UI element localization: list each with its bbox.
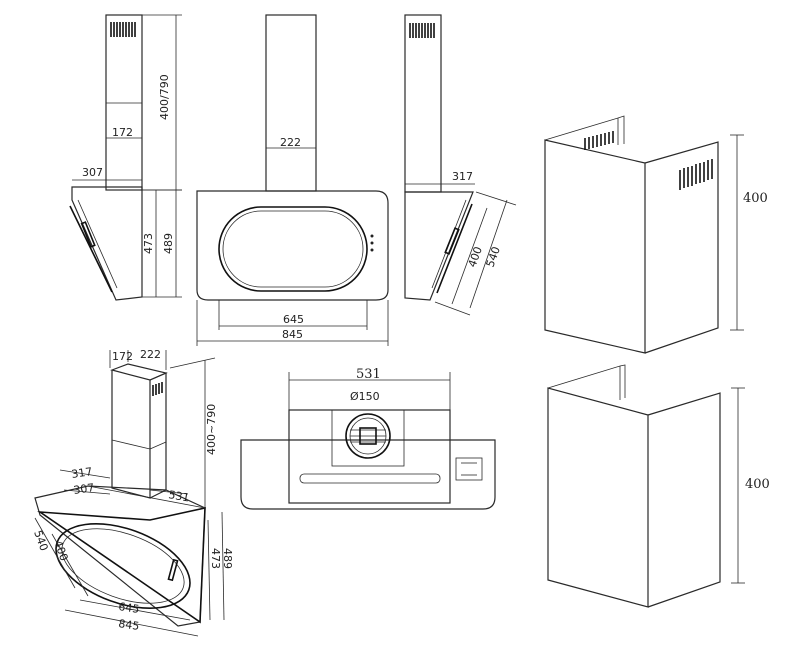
vent-grille (584, 131, 614, 150)
dim-chimney-width: 222 (280, 136, 301, 149)
dim-outlet-diameter: Ø150 (350, 390, 380, 403)
dim-extension-height: 400 (743, 191, 768, 206)
motor-icon (359, 427, 377, 445)
vent-grille (110, 22, 136, 37)
dim-height-outer: 489 (221, 548, 234, 569)
outlet-collar (345, 413, 391, 459)
control-button (370, 241, 374, 245)
dim-top-width: 531 (356, 367, 381, 382)
filter-panel (218, 206, 368, 292)
dim-width-total: 845 (118, 617, 141, 633)
dim-chimney-depth: 172 (112, 126, 133, 139)
dim-chimney-height: 400/790 (158, 74, 171, 120)
dim-chimney-width: 222 (140, 348, 161, 361)
control-button (370, 248, 374, 252)
vent-grille (679, 159, 713, 190)
dim-side-outer: 540 (31, 529, 50, 553)
dim-depth-inner: 307 (73, 481, 96, 497)
dim-diag: 531 (167, 488, 190, 504)
dim-height-inner: 473 (209, 548, 222, 569)
dim-side-inner: 400 (51, 539, 70, 563)
dim-canopy-height-total: 489 (162, 233, 175, 254)
filter-panel (55, 522, 191, 610)
dim-chimney-height: 400~790 (205, 404, 218, 455)
front-view: 222 645 845 (196, 14, 389, 346)
control-button (370, 234, 374, 238)
dim-extension-height: 400 (745, 477, 770, 492)
dim-width-inner: 645 (118, 600, 141, 616)
dim-depth-outer: 317 (71, 465, 94, 481)
dim-width-total: 845 (282, 328, 303, 341)
vent-grille (152, 382, 163, 396)
chimney-extension-top: 400 (544, 115, 768, 354)
isometric-view: 172 222 400~790 317 307 531 540 400 473 … (31, 348, 234, 637)
dim-chimney-depth: 172 (112, 350, 133, 363)
dim-glass-outer: 540 (484, 245, 503, 269)
vent-grille (409, 23, 435, 38)
dim-canopy-depth: 307 (82, 166, 103, 179)
chimney-extension-bottom: 400 (547, 364, 770, 608)
dim-glass-inner: 400 (466, 245, 485, 269)
top-view: 531 Ø150 (240, 367, 496, 510)
dim-width-inner: 645 (283, 313, 304, 326)
dim-canopy-height-inner: 473 (142, 233, 155, 254)
right-side-view: 317 400 540 (404, 14, 517, 316)
dim-canopy-depth: 317 (452, 170, 473, 183)
left-side-view: 172 400/790 307 473 489 (69, 14, 182, 301)
